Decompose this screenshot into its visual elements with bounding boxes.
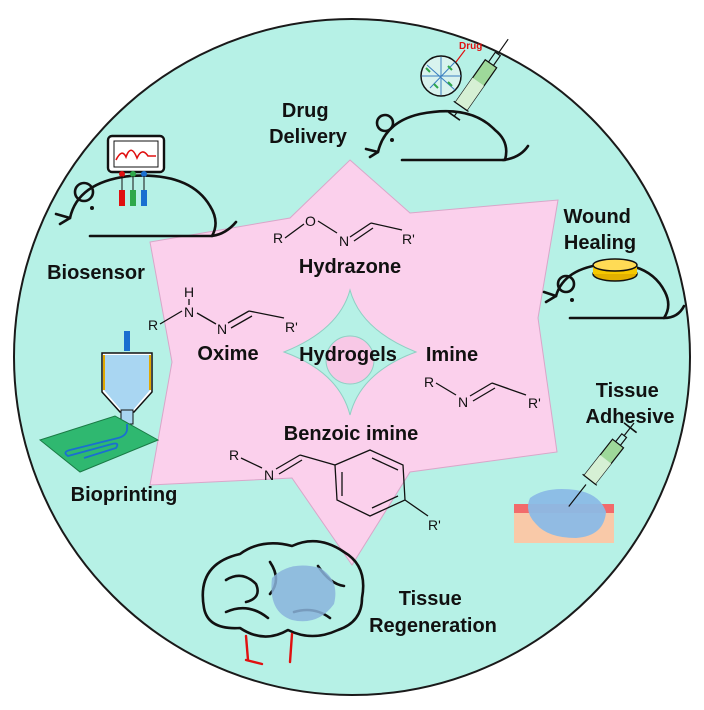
syringe-icon-adhesive: [568, 422, 638, 507]
drug-gel-icon: [420, 49, 466, 97]
svg-text:H: H: [184, 284, 194, 300]
bond-imine-label: Imine: [426, 344, 478, 366]
bioprinting-label: Bioprinting: [71, 484, 178, 506]
tissue-regeneration-label: Tissue Regeneration: [369, 588, 497, 637]
svg-text:N: N: [184, 304, 194, 320]
hydrogels-title: Hydrogels: [299, 344, 397, 366]
monitor-icon: [106, 134, 166, 206]
svg-text:N: N: [264, 467, 274, 483]
svg-text:R': R': [285, 319, 298, 335]
svg-text:N: N: [339, 233, 349, 249]
drug-delivery-label: Drug Delivery: [269, 100, 348, 148]
svg-text:N: N: [217, 321, 227, 337]
drug-tag: Drug: [459, 41, 482, 52]
bond-oxime-label: Oxime: [197, 343, 258, 365]
svg-text:R: R: [229, 447, 239, 463]
structure-right: R N R': [424, 374, 541, 411]
bond-benzoic-imine-label: Benzoic imine: [284, 423, 418, 445]
hydrogels-center-shape: [282, 288, 418, 416]
mouse-wound-healing-icon: [542, 262, 686, 320]
structure-left: H R N N R': [148, 284, 298, 337]
structure-bottom: R N R': [229, 447, 441, 533]
svg-text:R': R': [528, 395, 541, 411]
print-platform-icon: [38, 415, 160, 473]
tissue-adhesive-label: Tissue Adhesive: [586, 380, 675, 428]
mouse-biosensor-icon: [54, 174, 238, 238]
biosensor-label: Biosensor: [47, 262, 145, 284]
wound-healing-label: Wound Healing: [564, 206, 637, 254]
svg-text:R': R': [402, 231, 415, 247]
structure-top: R O N R': [273, 213, 415, 249]
wound-dressing-icon: [592, 258, 638, 282]
svg-text:R: R: [148, 317, 158, 333]
svg-text:N: N: [458, 394, 468, 410]
svg-text:O: O: [305, 213, 316, 229]
svg-text:R': R': [428, 517, 441, 533]
brain-icon: [201, 539, 365, 666]
mouse-drug-delivery-icon: [364, 109, 530, 162]
svg-text:R: R: [424, 374, 434, 390]
syringe-icon-drug: [448, 38, 509, 121]
bond-hydrazone-label: Hydrazone: [299, 256, 401, 278]
adhesive-gel-icon: [528, 489, 606, 538]
svg-text:R: R: [273, 230, 283, 246]
